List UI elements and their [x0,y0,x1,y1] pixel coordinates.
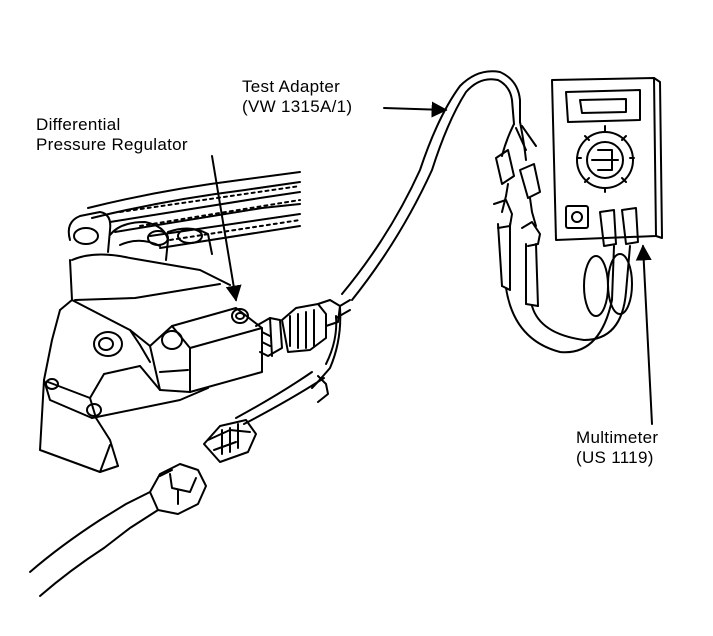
label-line: (VW 1315A/1) [242,97,353,116]
multimeter [551,77,663,317]
test-leads [493,121,631,354]
test-adapter-label: Test Adapter (VW 1315A/1) [242,77,352,117]
label-line: (US 1119) [576,448,654,467]
label-line: Differential [36,115,121,134]
test-adapter-connector [281,299,351,403]
multimeter-leader [635,244,653,425]
differential-pressure-regulator-label: Differential Pressure Regulator [36,115,188,155]
test-adapter-leader [383,101,448,118]
fuel-distributor-housing [39,171,301,473]
connector-pieces [29,371,325,597]
diff-regulator-leader [211,155,242,302]
label-line: Pressure Regulator [36,135,188,154]
label-line: Multimeter [576,428,659,447]
test-adapter-cable [341,70,521,301]
multimeter-label: Multimeter (US 1119) [576,428,658,468]
label-line: Test Adapter [242,77,341,96]
